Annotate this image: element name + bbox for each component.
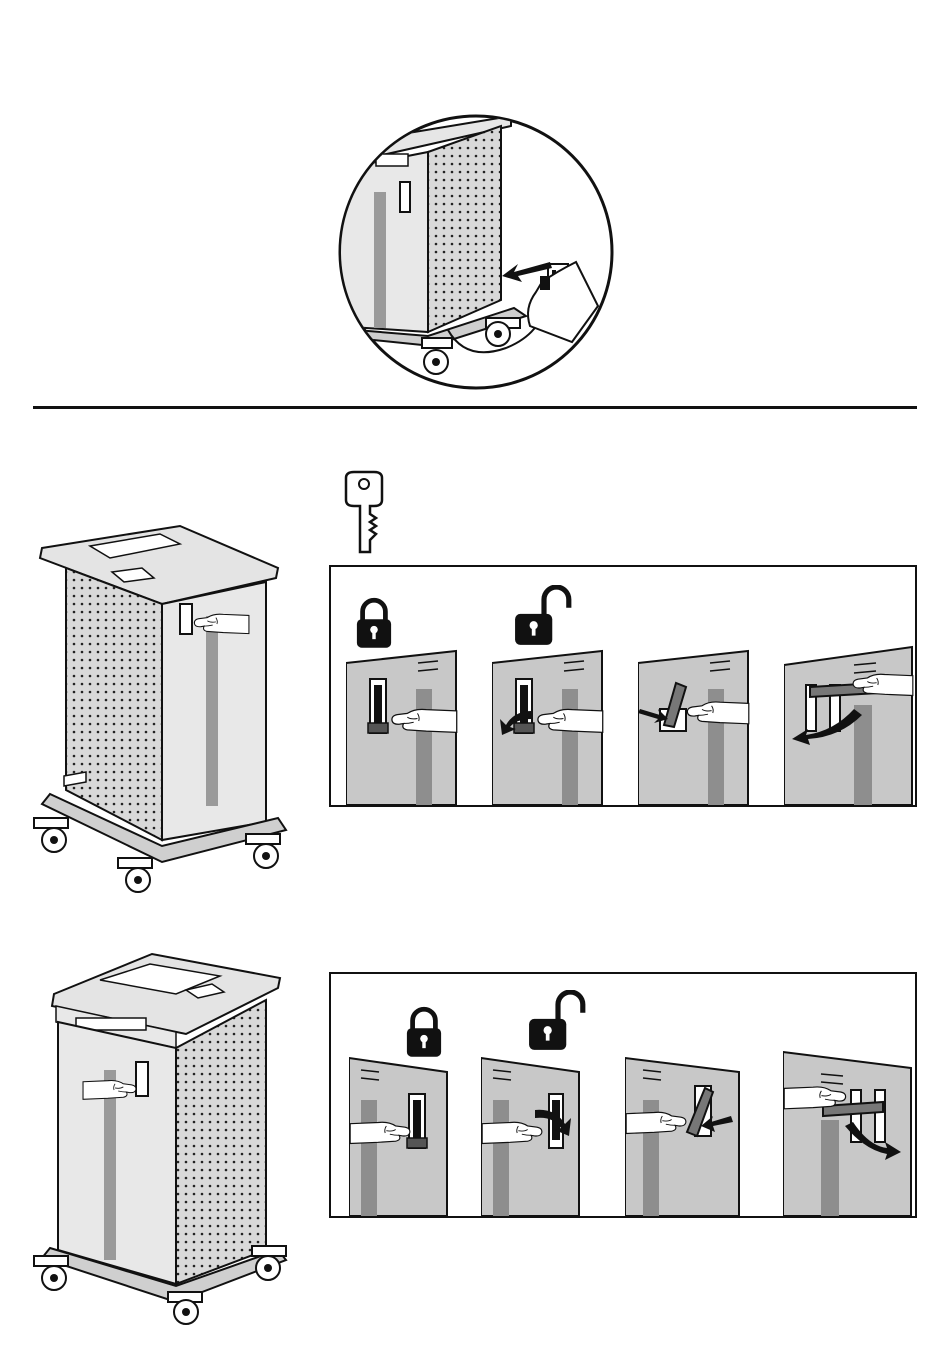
locked-padlock-icon (355, 595, 393, 651)
lock-step-1 (346, 649, 458, 805)
door-latch (400, 182, 410, 212)
key-icon (340, 470, 388, 556)
door-stripe (374, 192, 386, 328)
lock-step-2 (481, 1056, 581, 1216)
lock-step-3 (638, 649, 750, 805)
lock-step-4 (783, 1050, 913, 1216)
locked-padlock-icon (405, 1004, 443, 1060)
cart-front-view (30, 520, 300, 900)
magnifier-circle-icon (336, 112, 616, 392)
unlocked-padlock-icon (513, 585, 575, 647)
lock-step-2 (492, 649, 604, 805)
cart-rear-view (30, 950, 300, 1330)
lock-step-4 (784, 645, 914, 805)
perforated-side-panel (428, 126, 501, 332)
section-divider (33, 406, 917, 409)
lock-step-1 (349, 1056, 449, 1216)
lock-steps-panel-rear (329, 972, 917, 1218)
unlocked-padlock-icon (527, 990, 589, 1052)
lock-steps-panel-front (329, 565, 917, 807)
top-illustration (336, 112, 616, 392)
lock-step-3 (625, 1056, 741, 1216)
plug-icon (540, 276, 550, 290)
